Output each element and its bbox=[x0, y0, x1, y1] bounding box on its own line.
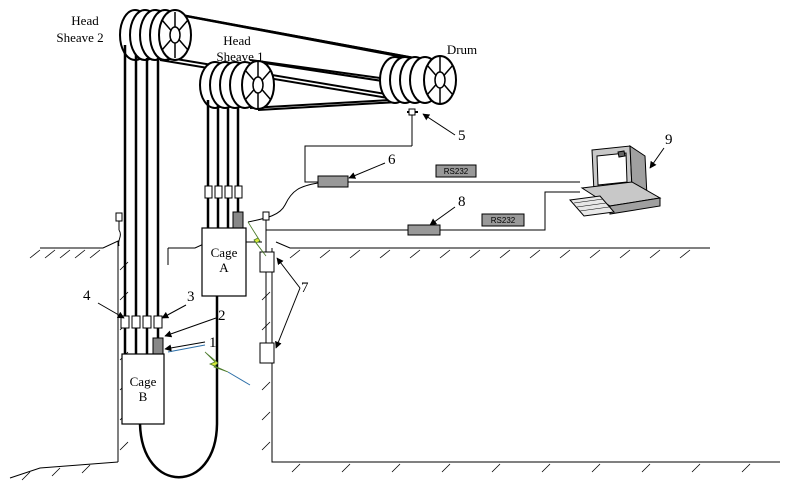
signal-converter-6 bbox=[317, 175, 349, 188]
cable-6-to-cage-a bbox=[247, 182, 319, 223]
callout-7: 7 bbox=[301, 280, 309, 296]
cage-a-label-1: Cage bbox=[211, 245, 238, 260]
callout-8: 8 bbox=[458, 194, 466, 210]
signal-converter-8 bbox=[407, 224, 441, 236]
wireless-signal-icon bbox=[167, 221, 267, 386]
head-sheave-2-label-2: Sheave 2 bbox=[56, 30, 103, 45]
head-sheave-1-label-1: Head bbox=[223, 33, 251, 48]
drum bbox=[379, 55, 457, 105]
callout-5: 5 bbox=[458, 128, 466, 144]
head-sheave-1 bbox=[199, 60, 275, 110]
cage-b-label-1: Cage bbox=[130, 374, 157, 389]
callout-9: 9 bbox=[665, 132, 673, 148]
callout-3: 3 bbox=[187, 289, 195, 305]
rope-attachments-cage-b bbox=[120, 315, 163, 354]
line-8-to-computer bbox=[440, 191, 580, 231]
head-sheave-1-label-2: Sheave 1 bbox=[216, 49, 263, 64]
callout-4: 4 bbox=[83, 288, 91, 304]
cage-b-label-2: B bbox=[139, 389, 148, 404]
desktop-computer-icon bbox=[569, 145, 662, 217]
rs232-upper-box bbox=[435, 164, 477, 178]
cage-a bbox=[201, 227, 247, 297]
head-sheave-2-label-1: Head bbox=[71, 13, 99, 28]
callout-arrows bbox=[97, 113, 665, 352]
callout-2: 2 bbox=[218, 308, 226, 324]
wireless-sensor-cage-b bbox=[152, 337, 164, 355]
signal-line-5-6 bbox=[304, 145, 412, 183]
cage-b bbox=[121, 353, 165, 425]
rope-attachments-cage-a bbox=[204, 185, 243, 228]
callout-6: 6 bbox=[388, 152, 396, 168]
shaft-sensor-left bbox=[115, 212, 123, 247]
drum-label: Drum bbox=[447, 42, 477, 57]
hoist-ropes-cage-a bbox=[206, 100, 240, 186]
rs232-upper-label: RS232 bbox=[444, 167, 469, 176]
rs232-lower-label: RS232 bbox=[491, 216, 516, 225]
rs232-lower-box bbox=[481, 213, 525, 227]
hoist-ropes-cage-b bbox=[123, 45, 160, 318]
callout-1: 1 bbox=[209, 335, 217, 351]
tail-rope bbox=[138, 296, 219, 479]
ground-hatch bbox=[21, 249, 751, 481]
head-sheave-2 bbox=[119, 9, 192, 61]
ground-surface bbox=[9, 240, 780, 479]
hoist-ropes-upper bbox=[154, 9, 441, 111]
cage-a-label-2: A bbox=[219, 260, 229, 275]
shaft-position-sensors-7 bbox=[259, 211, 275, 364]
wireless-sensor-cage-a bbox=[232, 211, 244, 229]
drum-encoder-5 bbox=[407, 108, 418, 146]
